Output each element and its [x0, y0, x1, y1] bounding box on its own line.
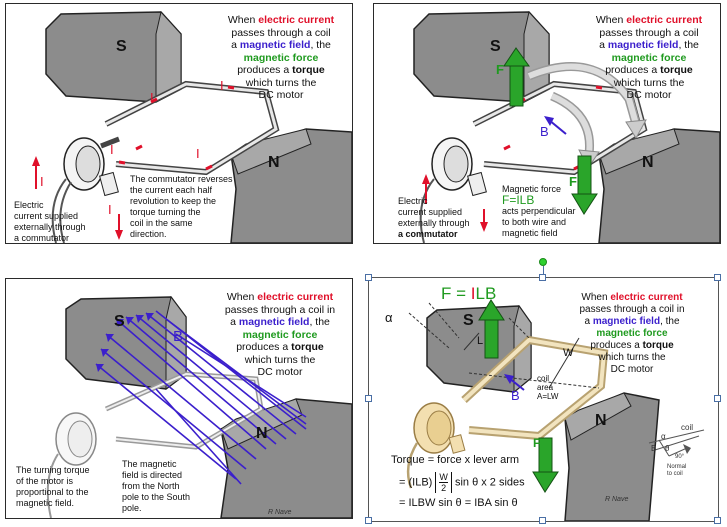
field-b-label: B [540, 124, 549, 139]
south-pole-label: S [490, 38, 501, 55]
caption: When electric current passes through a c… [579, 292, 685, 375]
north-pole-label: N [642, 154, 654, 171]
panel-magnetic-field: S N B When electric current passes throu… [5, 278, 353, 519]
resize-handle-right[interactable] [714, 395, 721, 402]
caption: When electric current passes through a c… [595, 14, 703, 101]
torque-equation-step: = (ILB) W 2 sin θ x 2 sides [399, 472, 525, 493]
inset-coil-label: coil [681, 423, 694, 432]
resize-handle-bottom-right[interactable] [714, 517, 721, 524]
force-label-bottom: F [533, 436, 541, 450]
current-label: I [196, 146, 200, 161]
current-label: I [220, 78, 224, 93]
south-pole-label: S [114, 313, 125, 330]
panel-torque-formula[interactable]: When electric current passes through a c… [368, 277, 719, 522]
motor-diagram-2 [413, 10, 720, 243]
inset-right-angle-label: 90° [675, 454, 685, 460]
width-label: W [563, 347, 574, 359]
resize-handle-bottom-left[interactable] [365, 517, 372, 524]
rotate-handle[interactable] [539, 258, 547, 266]
resize-handle-top[interactable] [539, 274, 546, 281]
resize-handle-top-left[interactable] [365, 274, 372, 281]
motor-diagram-4 [406, 299, 705, 521]
panel-commutator: S N I I I I I I When electric current pa… [5, 3, 353, 244]
south-pole-label: S [463, 312, 474, 329]
force-formula-title: F = ILB [441, 284, 497, 303]
force-label-bottom: F [569, 174, 577, 189]
torque-equation-result: = ILBW sin θ = IBA sin θ [399, 497, 518, 509]
north-pole-label: N [268, 154, 280, 171]
current-label: I [40, 174, 44, 189]
resize-handle-left[interactable] [365, 395, 372, 402]
force-label-top: F [496, 62, 504, 77]
field-b-label: B [511, 388, 520, 403]
caption: When electric current passes through a c… [227, 14, 335, 101]
current-label: I [110, 142, 114, 157]
resize-handle-bottom[interactable] [539, 517, 546, 524]
south-pole-label: S [116, 38, 127, 55]
inset-theta-label: θ [665, 444, 670, 453]
signature: R Nave [605, 496, 629, 503]
current-label: I [108, 202, 112, 217]
resize-handle-top-right[interactable] [714, 274, 721, 281]
north-pole-label: N [256, 425, 268, 442]
length-label: L [477, 335, 484, 347]
field-b-label: B [173, 328, 184, 345]
alpha-label: α [385, 310, 393, 325]
north-pole-label: N [595, 412, 607, 429]
inset-b-label: B [651, 444, 657, 453]
current-label: I [150, 90, 154, 105]
motor-diagram-3 [46, 295, 352, 518]
caption: When electric current passes through a c… [224, 291, 336, 378]
inset-alpha-label: α [661, 432, 666, 441]
torque-equation: Torque = force x lever arm [391, 454, 520, 466]
signature: R Nave [268, 509, 292, 516]
rotate-handle-stem [543, 266, 544, 277]
motor-diagram-1 [32, 10, 352, 243]
panel-magnetic-force: S N F F B When electric current passes t… [373, 3, 721, 244]
